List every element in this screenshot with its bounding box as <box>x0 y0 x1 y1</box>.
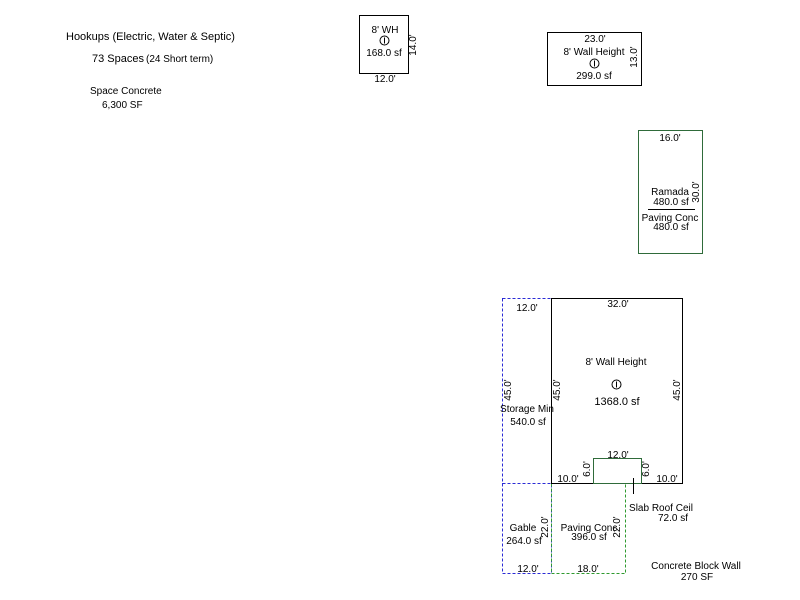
paving-lower-right-dim: 22.0' <box>612 516 623 537</box>
notch-left-dim: 6.0' <box>582 461 593 477</box>
paving-lower-bottom-dim: 18.0' <box>577 564 598 575</box>
main-building-area: 1368.0 sf <box>594 396 640 408</box>
ramada-paving-title: Paving Conc <box>642 213 699 224</box>
slab-outline <box>593 458 642 484</box>
gable-outline <box>502 483 552 574</box>
bottom-left-dim: 10.0' <box>557 474 578 485</box>
slab-label: Slab Roof Ceil 72.0 sf <box>629 503 693 524</box>
storage-title: Storage Min <box>500 404 554 415</box>
storage-left-dim: 45.0' <box>503 379 514 400</box>
main-building-right-dim: 45.0' <box>672 379 683 400</box>
block-wall-label: Concrete Block Wall 270 SF <box>651 561 741 583</box>
wh-building-outline <box>359 15 409 74</box>
wall-building-small-right-dim: 13.0' <box>629 46 640 67</box>
paving-lower-title: Paving Conc <box>561 523 618 534</box>
wh-building-bottom-dim: 12.0' <box>374 74 395 85</box>
wh-building-title: 8' WH <box>372 25 399 36</box>
gable-bottom-dim: 12.0' <box>517 564 538 575</box>
info-circle-icon <box>589 58 600 69</box>
gable-title: Gable <box>510 523 537 534</box>
wall-building-small-top-dim: 23.0' <box>584 34 605 45</box>
main-building-top-dim: 32.0' <box>607 299 628 310</box>
wall-building-small-title: 8' Wall Height <box>563 47 624 58</box>
storage-area[interactable]: 12.0' 45.0' Storage Min 540.0 sf <box>500 298 554 484</box>
main-building-left-dim: 45.0' <box>552 379 563 400</box>
ramada-paving-area: 480.0 sf <box>653 222 689 233</box>
concrete-title-note: Space Concrete <box>90 86 162 97</box>
gable-area-value: 264.0 sf <box>506 536 542 547</box>
wall-building-small-outline <box>547 32 642 86</box>
info-circle-icon <box>611 379 622 390</box>
wh-building-right-dim: 14.0' <box>408 34 419 55</box>
gable-area[interactable]: Gable 264.0 sf 22.0' 12.0' <box>502 483 552 576</box>
paving-lower[interactable]: Paving Conc 396.0 sf 22.0' 18.0' <box>551 483 626 576</box>
bottom-right-dim: 10.0' <box>656 474 677 485</box>
ramada-outline <box>638 130 703 254</box>
hookups-note: Hookups (Electric, Water & Septic) <box>66 31 235 43</box>
block-wall-area: 270 SF <box>681 572 713 583</box>
storage-area-value: 540.0 sf <box>510 417 546 428</box>
spaces-note: 73 Spaces <box>92 53 144 65</box>
notch-top-dim: 12.0' <box>607 450 628 461</box>
wall-building-small[interactable]: 23.0' 8' Wall Height 299.0 sf 13.0' <box>547 32 642 86</box>
wh-building[interactable]: 8' WH 168.0 sf 14.0' 12.0' <box>359 15 420 86</box>
block-wall-title: Concrete Block Wall <box>651 561 741 572</box>
main-building-title: 8' Wall Height <box>585 357 646 368</box>
main-building[interactable]: 32.0' 8' Wall Height 1368.0 sf 45.0' 45.… <box>551 298 684 495</box>
storage-top-dim: 12.0' <box>516 303 537 314</box>
paving-lower-area: 396.0 sf <box>571 532 607 543</box>
notch-right-dim: 6.0' <box>641 461 652 477</box>
ramada-top-dim: 16.0' <box>659 133 680 144</box>
slab-area: 72.0 sf <box>658 513 688 524</box>
concrete-value-note: 6,300 SF <box>102 100 143 111</box>
spaces-detail-note: (24 Short term) <box>146 54 213 65</box>
info-circle-icon <box>379 35 390 46</box>
wh-building-area: 168.0 sf <box>366 48 402 59</box>
wall-building-small-area: 299.0 sf <box>576 71 612 82</box>
ramada[interactable]: 16.0' Ramada 480.0 sf Paving Conc 480.0 … <box>638 130 703 254</box>
gable-right-dim: 22.0' <box>540 516 551 537</box>
ramada-right-dim: 30.0' <box>691 181 702 202</box>
ramada-area: 480.0 sf <box>653 197 689 208</box>
ramada-title: Ramada <box>651 187 689 198</box>
slab-title: Slab Roof Ceil <box>629 503 693 514</box>
